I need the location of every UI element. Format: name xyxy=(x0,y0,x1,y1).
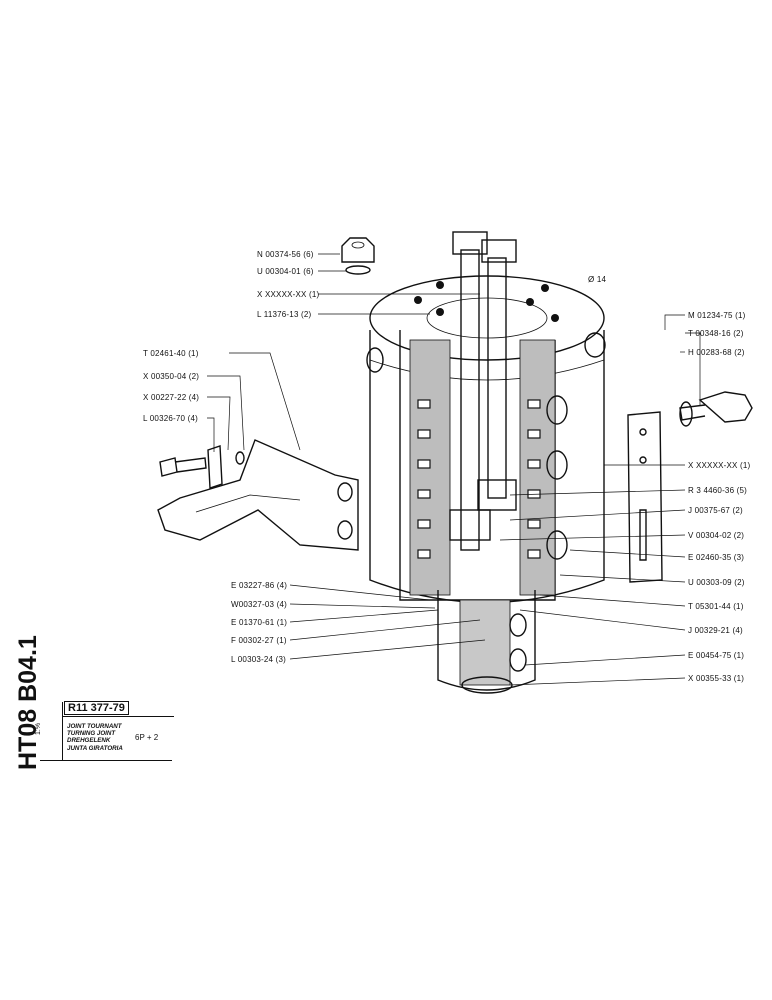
port-fittings xyxy=(366,332,606,560)
reference-text: R11 377-79 xyxy=(64,701,129,715)
right-bolt xyxy=(679,391,753,427)
label-x00350: X 00350-04 (2) xyxy=(143,372,199,381)
part-labels: N 00374-56 (6) U 00304-01 (6) X XXXXX-XX… xyxy=(143,250,751,683)
label-t00348: T 00348-16 (2) xyxy=(688,329,744,338)
inner-tubes xyxy=(449,231,517,551)
label-e03227: E 03227-86 (4) xyxy=(231,581,287,590)
label-l00303: L 00303-24 (3) xyxy=(231,655,286,664)
part-names: JOINT TOURNANT TURNING JOINT DREHGELENK … xyxy=(67,723,123,752)
model-code: 6P + 2 xyxy=(135,733,159,742)
diameter-note: Ø 14 xyxy=(588,275,606,284)
label-u00304: U 00304-01 (6) xyxy=(257,267,314,276)
label-m01234: M 01234-75 (1) xyxy=(688,311,746,320)
name-fr: JOINT TOURNANT xyxy=(67,723,122,730)
label-t02461: T 02461-40 (1) xyxy=(143,349,199,358)
label-j00375: J 00375-67 (2) xyxy=(688,506,743,515)
sheet-code: HT08 B04.1 xyxy=(14,635,42,770)
reference-number: R11 377-79 xyxy=(62,701,174,717)
name-de: DREHGELENK xyxy=(67,737,111,745)
sheet-scale: 1:% xyxy=(35,722,42,735)
label-x-note-1: X XXXXX-XX (1) xyxy=(257,290,320,299)
nut-and-washer xyxy=(341,237,375,275)
label-l00326: L 00326-70 (4) xyxy=(143,414,198,423)
left-bracket xyxy=(157,439,359,551)
right-mount-plate xyxy=(627,391,753,583)
label-l11376: L 11376-13 (2) xyxy=(257,310,312,319)
title-divider xyxy=(40,760,172,761)
label-x-note-2: X XXXXX-XX (1) xyxy=(688,461,751,470)
leader-lines xyxy=(207,253,701,686)
label-r34460: R 3 4460-36 (5) xyxy=(688,486,747,495)
label-t05301: T 05301-44 (1) xyxy=(688,602,744,611)
name-es: JUNTA GIRATORIA xyxy=(67,744,123,752)
label-e00454: E 00454-75 (1) xyxy=(688,651,744,660)
label-e01370: E 01370-61 (1) xyxy=(231,618,287,627)
label-w00327: W00327-03 (4) xyxy=(231,600,287,609)
label-x00355: X 00355-33 (1) xyxy=(688,674,744,683)
label-j00329: J 00329-21 (4) xyxy=(688,626,743,635)
label-u00303: U 00303-09 (2) xyxy=(688,578,745,587)
title-block xyxy=(62,702,173,760)
label-v00304: V 00304-02 (2) xyxy=(688,531,744,540)
label-e02460: E 02460-35 (3) xyxy=(688,553,744,562)
cutaway-grooves xyxy=(417,399,541,559)
label-n00374: N 00374-56 (6) xyxy=(257,250,314,259)
label-h00283: H 00283-68 (2) xyxy=(688,348,745,357)
turning-joint-body xyxy=(366,231,606,694)
label-f00302: F 00302-27 (1) xyxy=(231,636,287,645)
flange-holes xyxy=(414,281,559,322)
lower-cartridge xyxy=(437,590,536,694)
label-x00227: X 00227-22 (4) xyxy=(143,393,199,402)
name-en: TURNING JOINT xyxy=(67,730,116,738)
